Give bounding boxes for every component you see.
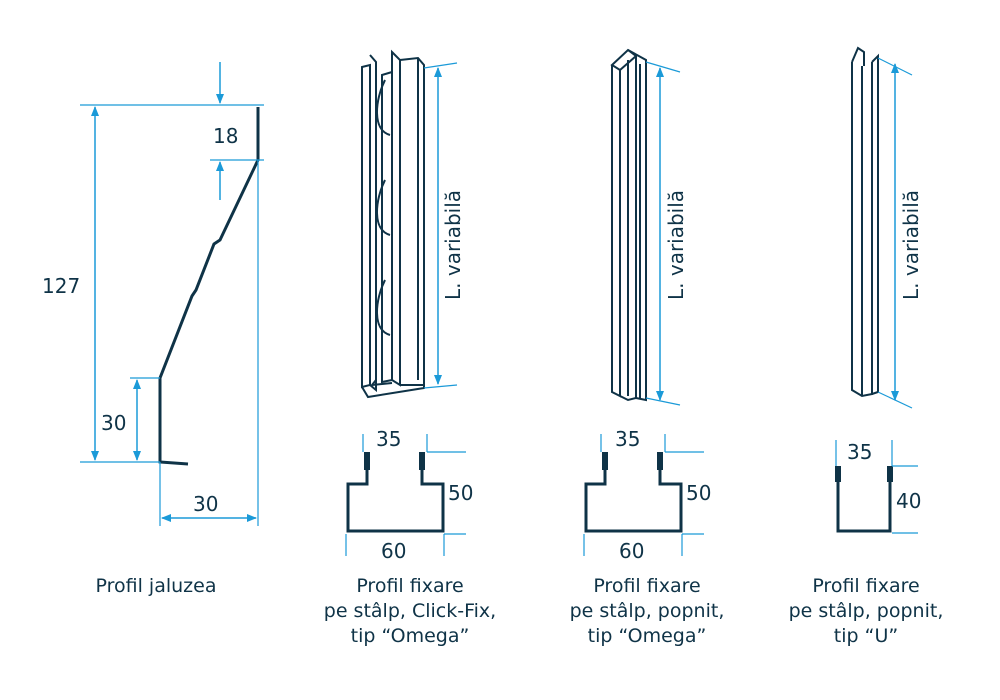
dim-width: 60 [381, 539, 406, 563]
caption-profil-clickfix: Profil fixare pe stâlp, Click-Fix, tip “… [323, 575, 497, 647]
length-label: L. variabilă [899, 190, 923, 300]
profile-clickfix-section: 35 50 60 [345, 427, 473, 563]
dim-top: 18 [213, 124, 238, 148]
dim-height: 40 [896, 489, 921, 513]
profile-clickfix-drawing: L. variabilă [361, 49, 465, 399]
profile-popnit-omega-drawing: L. variabilă [610, 48, 688, 406]
profile-popnit-u-section: 35 40 [835, 440, 921, 534]
caption-profil-jaluzea: Profil jaluzea [95, 575, 217, 597]
caption-profil-popnit-u: Profil fixare pe stâlp, popnit, tip “U” [788, 575, 944, 647]
dim-width: 60 [619, 539, 644, 563]
dim-width: 30 [193, 492, 218, 516]
dim-opening: 35 [376, 427, 401, 451]
dim-height: 50 [686, 481, 711, 505]
dim-bottom: 30 [101, 411, 126, 435]
profile-popnit-omega-section: 35 50 60 [583, 427, 711, 563]
dim-opening: 35 [615, 427, 640, 451]
dim-height: 127 [42, 274, 80, 298]
length-label: L. variabilă [664, 190, 688, 300]
dim-width: 35 [847, 440, 872, 464]
profile-popnit-u-drawing: L. variabilă [851, 46, 923, 409]
dim-height: 50 [448, 481, 473, 505]
caption-profil-popnit-omega: Profil fixare pe stâlp, popnit, tip “Ome… [569, 575, 725, 647]
profile-jaluzea-drawing: 127 18 30 30 [42, 62, 264, 526]
length-label: L. variabilă [441, 190, 465, 300]
